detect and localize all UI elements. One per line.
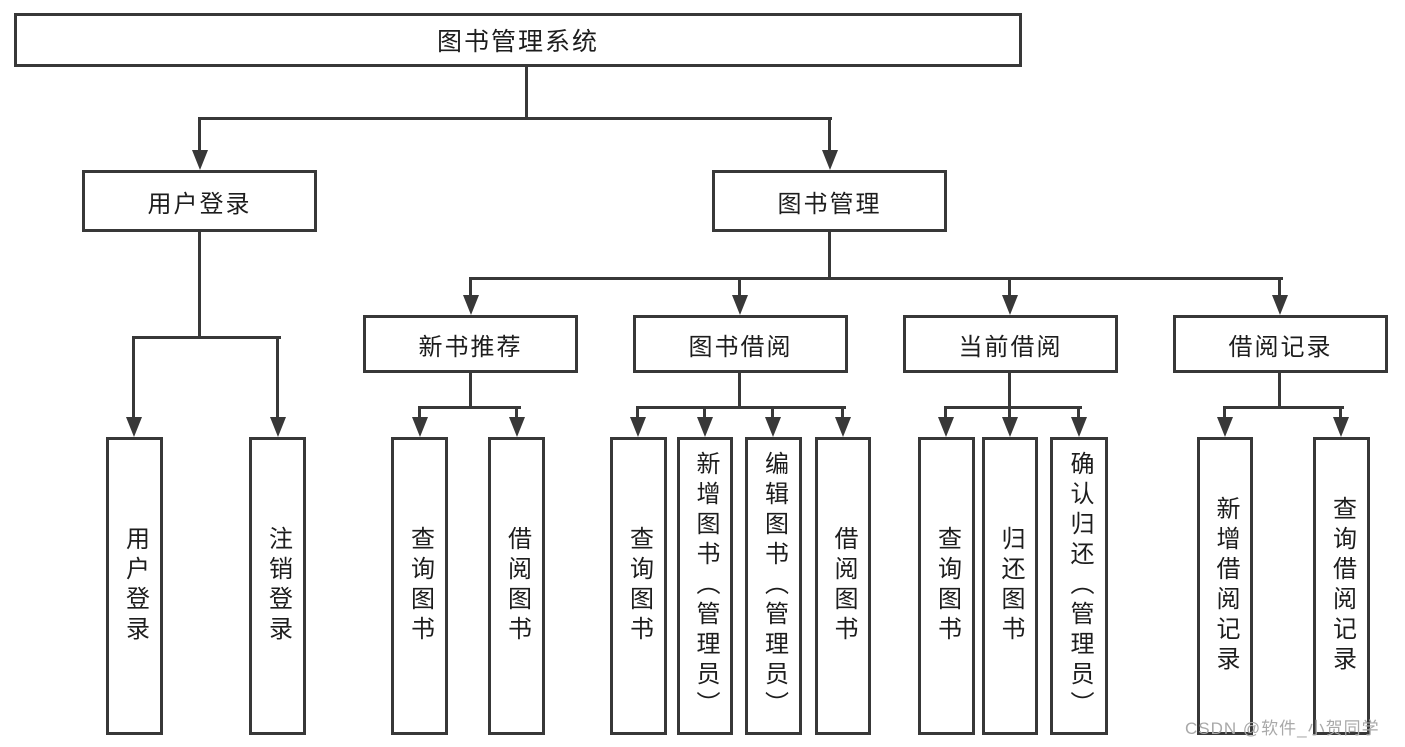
leaf-user-login: 用户登录 (106, 437, 163, 735)
connector-line (198, 117, 201, 153)
leaf-query-books-borrowing: 查询图书 (610, 437, 667, 735)
connector-line (1223, 406, 1226, 420)
connector-arrowhead (270, 417, 286, 437)
connector-arrowhead (732, 295, 748, 315)
connector-line (1339, 406, 1342, 420)
node-borrowing-records: 借阅记录 (1173, 315, 1388, 373)
leaf-borrow-books: 借阅图书 (815, 437, 871, 735)
leaf-query-books-current: 查询图书 (918, 437, 975, 735)
connector-line (771, 406, 774, 420)
connector-line (525, 66, 528, 119)
connector-line (944, 406, 1082, 409)
connector-line (841, 406, 844, 420)
leaf-user-login-label: 用户登录 (121, 526, 149, 646)
connector-arrowhead (938, 417, 954, 437)
leaf-edit-books-admin-label: 编辑图书（管理员） (760, 451, 788, 721)
leaf-borrow-books-recommend-label: 借阅图书 (503, 526, 531, 646)
connector-line (738, 277, 741, 299)
connector-line (198, 117, 832, 120)
connector-line (418, 406, 421, 420)
leaf-query-books-current-label: 查询图书 (933, 526, 961, 646)
connector-line (1278, 277, 1281, 299)
leaf-borrow-books-recommend: 借阅图书 (488, 437, 545, 735)
leaf-borrow-books-label: 借阅图书 (830, 526, 857, 646)
connector-line (1077, 406, 1080, 420)
connector-arrowhead (126, 417, 142, 437)
node-book-borrowing: 图书借阅 (633, 315, 848, 373)
leaf-return-books-label: 归还图书 (997, 526, 1024, 646)
leaf-query-books-recommend-label: 查询图书 (406, 526, 434, 646)
connector-arrowhead (822, 150, 838, 170)
node-book-management-label: 图书管理 (777, 190, 882, 218)
connector-line (1278, 373, 1281, 409)
leaf-return-books: 归还图书 (982, 437, 1038, 735)
connector-line (1223, 406, 1344, 409)
node-current-borrowing: 当前借阅 (903, 315, 1118, 373)
leaf-confirm-return-admin-label: 确认归还（管理员） (1066, 451, 1093, 721)
connector-line (828, 232, 831, 280)
node-user-login: 用户登录 (82, 170, 317, 232)
connector-line (828, 117, 831, 153)
connector-arrowhead (835, 417, 851, 437)
node-current-borrowing-label: 当前借阅 (958, 333, 1063, 361)
connector-arrowhead (1333, 417, 1349, 437)
node-book-borrowing-label: 图书借阅 (688, 333, 793, 361)
connector-arrowhead (192, 150, 208, 170)
connector-line (636, 406, 846, 409)
connector-arrowhead (463, 295, 479, 315)
connector-line (469, 277, 472, 299)
leaf-add-books-admin: 新增图书（管理员） (677, 437, 733, 735)
leaf-add-borrow-record: 新增借阅记录 (1197, 437, 1253, 735)
node-new-book-recommend: 新书推荐 (363, 315, 578, 373)
leaf-query-borrow-record-label: 查询借阅记录 (1328, 496, 1356, 676)
connector-line (738, 373, 741, 409)
connector-line (944, 406, 947, 420)
leaf-query-books-borrowing-label: 查询图书 (625, 526, 653, 646)
connector-arrowhead (1002, 295, 1018, 315)
connector-line (276, 336, 279, 419)
connector-line (1008, 373, 1011, 409)
leaf-add-borrow-record-label: 新增借阅记录 (1212, 496, 1239, 676)
node-library-system: 图书管理系统 (14, 13, 1022, 67)
node-book-management: 图书管理 (712, 170, 947, 232)
leaf-edit-books-admin: 编辑图书（管理员） (745, 437, 802, 735)
connector-arrowhead (630, 417, 646, 437)
node-new-book-recommend-label: 新书推荐 (418, 333, 523, 361)
watermark: CSDN @软件_小贺同学 (1185, 719, 1380, 738)
connector-line (469, 277, 1283, 280)
leaf-query-borrow-record: 查询借阅记录 (1313, 437, 1370, 735)
leaf-confirm-return-admin: 确认归还（管理员） (1050, 437, 1108, 735)
connector-line (469, 373, 472, 409)
connector-arrowhead (1272, 295, 1288, 315)
connector-arrowhead (697, 417, 713, 437)
connector-arrowhead (765, 417, 781, 437)
connector-line (1008, 406, 1011, 420)
connector-line (418, 406, 521, 409)
node-user-login-label: 用户登录 (147, 190, 252, 218)
leaf-logout: 注销登录 (249, 437, 306, 735)
connector-line (198, 232, 201, 339)
node-library-system-label: 图书管理系统 (436, 28, 599, 56)
connector-line (636, 406, 639, 420)
connector-line (1008, 277, 1011, 299)
connector-arrowhead (1071, 417, 1087, 437)
connector-line (132, 336, 135, 419)
connector-arrowhead (1002, 417, 1018, 437)
connector-line (515, 406, 518, 420)
connector-arrowhead (1217, 417, 1233, 437)
connector-line (132, 336, 281, 339)
node-borrowing-records-label: 借阅记录 (1228, 333, 1333, 361)
leaf-add-books-admin-label: 新增图书（管理员） (692, 451, 719, 721)
connector-arrowhead (509, 417, 525, 437)
connector-arrowhead (412, 417, 428, 437)
leaf-query-books-recommend: 查询图书 (391, 437, 448, 735)
connector-line (703, 406, 706, 420)
leaf-logout-label: 注销登录 (264, 526, 292, 646)
